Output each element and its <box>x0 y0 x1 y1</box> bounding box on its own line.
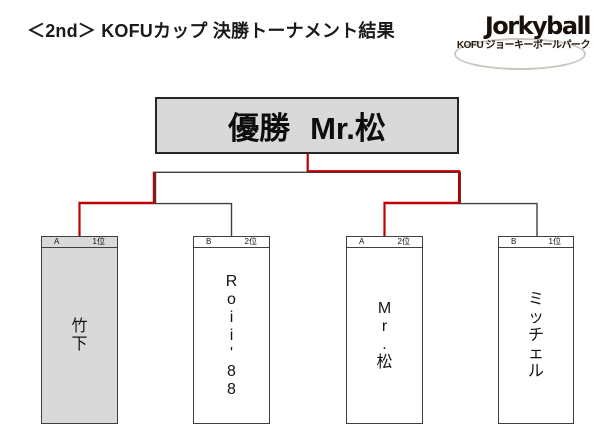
player-name: 竹下 <box>71 317 88 353</box>
champion-name: Mr.松 <box>310 111 386 146</box>
jorkyball-logo: Jorkyball KOFU ジョーキーボールパーク <box>450 12 592 70</box>
player-box-header: A 1位 <box>42 237 117 248</box>
logo-brand-text: Jorkyball <box>484 12 592 40</box>
player-box-header: B 1位 <box>499 237 573 248</box>
player-group-label: A <box>54 237 60 246</box>
logo-arc-decoration <box>454 38 586 70</box>
champion-box: 優勝 Mr.松 <box>155 97 459 154</box>
player-box-header: A 2位 <box>347 237 422 248</box>
player-seed-label: 1位 <box>92 237 105 246</box>
player-group-label: B <box>511 237 517 246</box>
bracket-semifinal-left-connector <box>79 202 233 237</box>
player-seed-label: 2位 <box>397 237 410 246</box>
player-seed-label: 2位 <box>244 237 257 246</box>
bracket-semifinal-right-connector <box>384 202 538 237</box>
player-seed-label: 1位 <box>548 237 561 246</box>
logo-subtitle: KOFU ジョーキーボールパーク <box>456 40 591 51</box>
winner-path-left-takeshita <box>78 171 155 237</box>
player-box-header: B 2位 <box>194 237 269 248</box>
page-title: ＜2nd＞ KOFUカップ 決勝トーナメント結果 <box>27 21 395 41</box>
winner-path-right-mr-matsu <box>306 153 461 237</box>
player-box-mitchell: B 1位 ミッチェル <box>498 236 574 424</box>
bracket-final-connector <box>154 171 461 204</box>
player-group-label: B <box>206 237 212 246</box>
player-group-label: A <box>359 237 365 246</box>
player-name: ミッチェル <box>527 290 544 380</box>
champion-label: 優勝 <box>228 111 291 146</box>
player-box-takeshita: A 1位 竹下 <box>41 236 118 424</box>
